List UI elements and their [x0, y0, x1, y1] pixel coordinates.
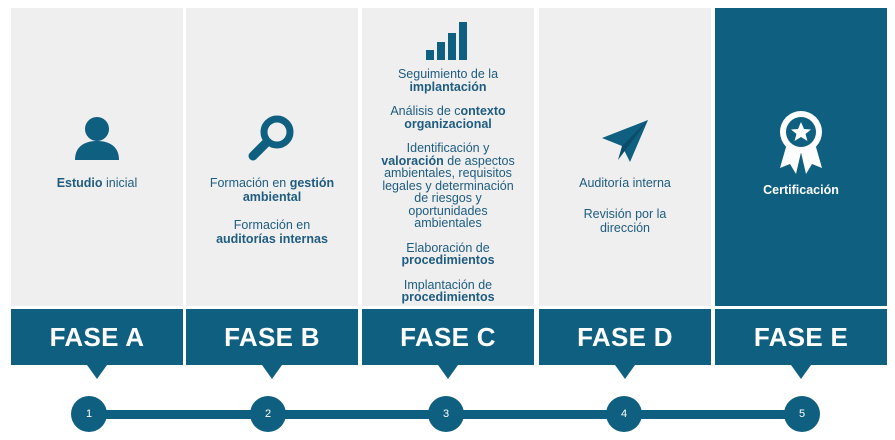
activity-item: Formación en auditorías internas: [216, 218, 328, 246]
user-icon: [75, 117, 119, 160]
phase-c-panel: Seguimiento de la implantación Análisis …: [362, 8, 534, 306]
phase-a-banner: FASE A: [11, 309, 183, 379]
phase-d-text: Auditoría interna Revisión por la direcc…: [539, 176, 711, 235]
step-3-marker: 3: [428, 396, 464, 432]
magnifier-icon: [248, 115, 294, 161]
phase-b-panel: Formación en gestión ambiental Formación…: [186, 8, 358, 306]
phase-a-panel: Estudio inicial: [11, 8, 183, 306]
activity-item: Elaboración de procedimientos: [401, 240, 495, 267]
activity-item: Estudio inicial: [56, 176, 138, 190]
award-ribbon-icon: [780, 111, 822, 174]
activity-item: Seguimiento de la implantación: [397, 67, 499, 94]
phase-c-text: Seguimiento de la implantación Análisis …: [362, 68, 534, 304]
phase-b-text: Formación en gestión ambiental Formación…: [186, 176, 358, 246]
activity-item: Revisión por la dirección: [583, 207, 667, 235]
phase-b-banner: FASE B: [186, 309, 358, 379]
step-4-marker: 4: [606, 396, 642, 432]
activity-item: Identificación y valoración de aspectos …: [381, 141, 515, 230]
phase-d-banner: FASE D: [539, 309, 711, 379]
step-5-marker: 5: [784, 396, 820, 432]
activity-item: Auditoría interna: [579, 176, 671, 190]
activity-item: Certificación: [763, 183, 839, 197]
paper-plane-icon: [602, 120, 648, 162]
phase-e-banner: FASE E: [715, 309, 887, 379]
step-1-marker: 1: [71, 396, 107, 432]
activity-item: Implantación de procedimientos: [401, 277, 495, 304]
phase-d-panel: Auditoría interna Revisión por la direcc…: [539, 8, 711, 306]
bar-chart-icon: [426, 22, 467, 60]
activity-item: Análisis de contexto organizacional: [390, 104, 506, 131]
phase-a-text: Estudio inicial: [11, 176, 183, 190]
activity-item: Formación en gestión ambiental: [209, 176, 335, 204]
phase-e-text: Certificación: [715, 183, 887, 197]
phase-c-banner: FASE C: [362, 309, 534, 379]
phase-e-panel: Certificación: [715, 8, 887, 306]
step-2-marker: 2: [250, 396, 286, 432]
